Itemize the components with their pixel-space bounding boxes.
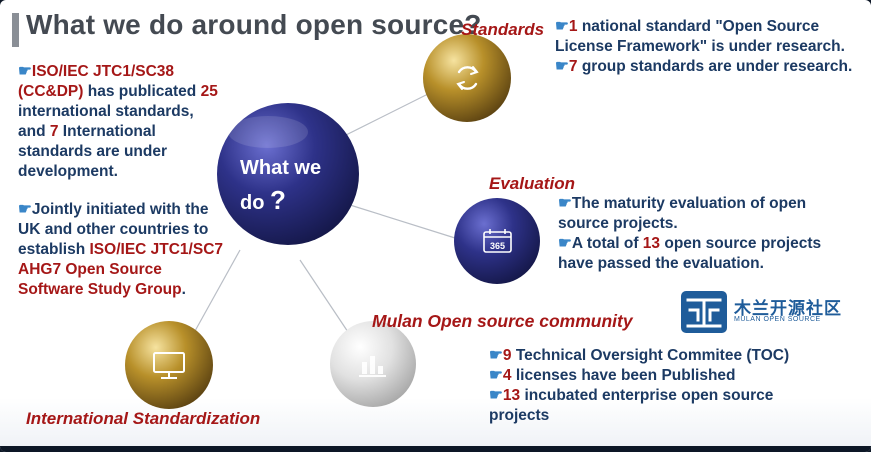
mulan-logo: 木兰开源社区 MULAN OPEN SOURCE	[680, 290, 841, 334]
pointer-icon: ☛	[18, 63, 32, 80]
mulan-heading: Mulan Open source community	[372, 311, 633, 331]
pointer-icon: ☛	[18, 201, 32, 218]
left-point-2: ☛Jointly initiated with the UK and other…	[18, 201, 224, 298]
chart-icon	[359, 356, 386, 377]
center-line1: What we	[240, 157, 322, 179]
standards-heading: Standards	[461, 20, 545, 39]
center-ball-text: What we do ?	[240, 152, 321, 219]
standards-text: ☛1 national standard "Open Source Licens…	[555, 17, 855, 77]
mulan-ball	[330, 321, 416, 407]
pointer-icon: ☛	[558, 195, 572, 212]
refresh-icon	[456, 66, 479, 90]
mulan-logo-icon	[681, 291, 727, 333]
evaluation-ball: 365	[454, 198, 540, 284]
mulan-point-1: ☛9 Technical Oversight Commitee (TOC)	[489, 347, 790, 364]
standards-point-2: ☛7 group standards are under research.	[555, 58, 853, 75]
center-ball	[217, 103, 359, 245]
connector-lines	[189, 91, 456, 341]
calendar-label: 365	[490, 241, 505, 251]
pointer-icon: ☛	[489, 387, 503, 404]
logo-en-text: MULAN OPEN SOURCE	[734, 316, 821, 323]
question-mark: ?	[270, 185, 286, 215]
title-accent-bar	[12, 13, 19, 47]
evaluation-heading: Evaluation	[489, 174, 575, 193]
pointer-icon: ☛	[558, 235, 572, 252]
intl-ball	[125, 321, 213, 409]
evaluation-point-1: ☛The maturity evaluation of open source …	[558, 195, 807, 232]
standards-ball	[423, 34, 511, 122]
mulan-point-2: ☛4 licenses have been Published	[489, 367, 736, 384]
pointer-icon: ☛	[555, 58, 569, 75]
intl-heading: International Standardization	[26, 409, 261, 428]
left-point-1: ☛ISO/IEC JTC1/SC38 (CC&DP) has publicate…	[18, 63, 218, 180]
mulan-text: ☛9 Technical Oversight Commitee (TOC) ☛4…	[489, 346, 829, 426]
evaluation-point-2: ☛A total of 13 open source projects have…	[558, 235, 822, 272]
left-text: ☛ISO/IEC JTC1/SC38 (CC&DP) has publicate…	[18, 62, 223, 300]
evaluation-text: ☛The maturity evaluation of open source …	[558, 194, 848, 274]
page-title: What we do around open source?	[26, 9, 482, 40]
monitor-icon	[153, 352, 185, 379]
pointer-icon: ☛	[555, 18, 569, 35]
standards-point-1: ☛1 national standard "Open Source Licens…	[555, 18, 845, 55]
bottom-strip	[0, 446, 871, 452]
pointer-icon: ☛	[489, 347, 503, 364]
logo-cn-text: 木兰开源社区	[734, 299, 842, 318]
mulan-point-3: ☛13 incubated enterprise open source pro…	[489, 387, 774, 424]
calendar-icon: 365	[483, 229, 512, 253]
pointer-icon: ☛	[489, 367, 503, 384]
center-line2: do ?	[240, 185, 286, 215]
